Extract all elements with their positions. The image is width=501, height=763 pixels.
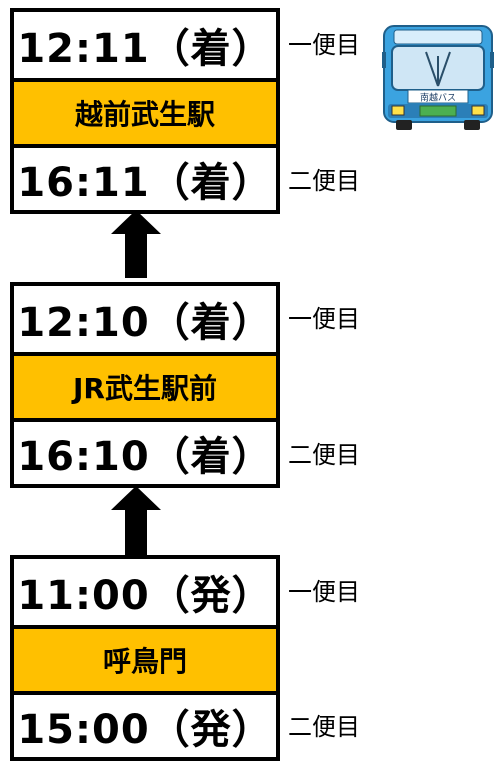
departure-time-second: 15:00（発） [14, 691, 276, 757]
station-name: JR武生駅前 [14, 352, 276, 418]
bus-sign: 南越バス [420, 92, 456, 104]
first-trip-label: 一便目 [288, 31, 360, 59]
station-name: 越前武生駅 [14, 78, 276, 144]
bus-icon: 南越バス [382, 22, 494, 136]
second-trip-label: 二便目 [288, 441, 360, 469]
arrival-time-second: 16:11（着） [14, 144, 276, 210]
stop-jr-takefu-ekimae: 12:10（着） JR武生駅前 16:10（着） [10, 282, 280, 488]
second-trip-label: 二便目 [288, 167, 360, 195]
second-trip-label: 二便目 [288, 713, 360, 741]
stop-echizen-takefu: 12:11（着） 越前武生駅 16:11（着） [10, 8, 280, 214]
arrival-time-first: 12:11（着） [17, 26, 273, 72]
up-arrow-icon [111, 486, 161, 558]
arrival-time-second: 16:10（着） [14, 418, 276, 484]
departure-time-first: 11:00（発） [17, 573, 273, 619]
station-name: 呼鳥門 [14, 625, 276, 691]
first-trip-label: 一便目 [288, 578, 360, 606]
first-trip-label: 一便目 [288, 305, 360, 333]
stop-kochomon: 11:00（発） 呼鳥門 15:00（発） [10, 555, 280, 761]
up-arrow-icon [111, 210, 161, 278]
arrival-time-first: 12:10（着） [17, 300, 273, 346]
